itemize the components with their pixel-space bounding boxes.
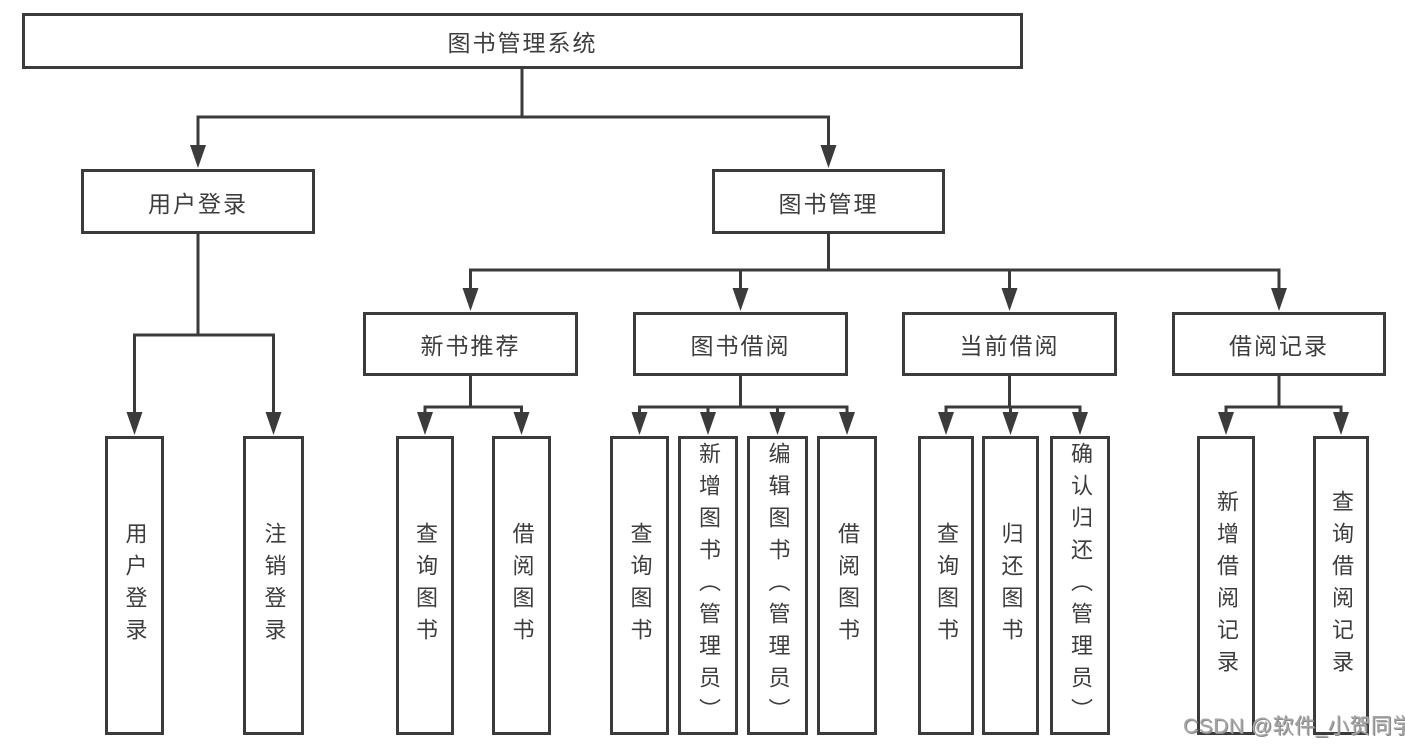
watermark: CSDN @软件_小贺同学	[1183, 715, 1405, 738]
leaf-borrow-books-recommend: 借阅图书	[492, 436, 551, 735]
leaf-query-books-recommend: 查询图书	[396, 436, 454, 735]
node-root: 图书管理系统	[22, 13, 1023, 69]
node-user-login: 用户登录	[81, 169, 315, 234]
leaf-return-books: 归还图书	[982, 436, 1039, 735]
leaf-edit-book-admin: 编辑图书（管理员）	[747, 436, 808, 735]
leaf-query-borrow-record: 查询借阅记录	[1313, 436, 1369, 735]
node-book-borrowing: 图书借阅	[633, 312, 848, 376]
node-new-book-recommendation: 新书推荐	[363, 312, 578, 376]
node-book-management: 图书管理	[712, 169, 945, 234]
leaf-logout: 注销登录	[243, 436, 304, 735]
leaf-query-books-borrowing: 查询图书	[610, 436, 669, 735]
leaf-add-borrow-record: 新增借阅记录	[1197, 436, 1255, 735]
node-borrowing-records: 借阅记录	[1172, 312, 1386, 376]
leaf-borrow-books-borrowing: 借阅图书	[817, 436, 877, 735]
leaf-query-books-current: 查询图书	[918, 436, 974, 735]
leaf-user-login: 用户登录	[105, 436, 164, 735]
leaf-confirm-return-admin: 确认归还（管理员）	[1050, 436, 1110, 735]
leaf-add-book-admin: 新增图书（管理员）	[678, 436, 738, 735]
node-current-borrowing: 当前借阅	[902, 312, 1117, 376]
